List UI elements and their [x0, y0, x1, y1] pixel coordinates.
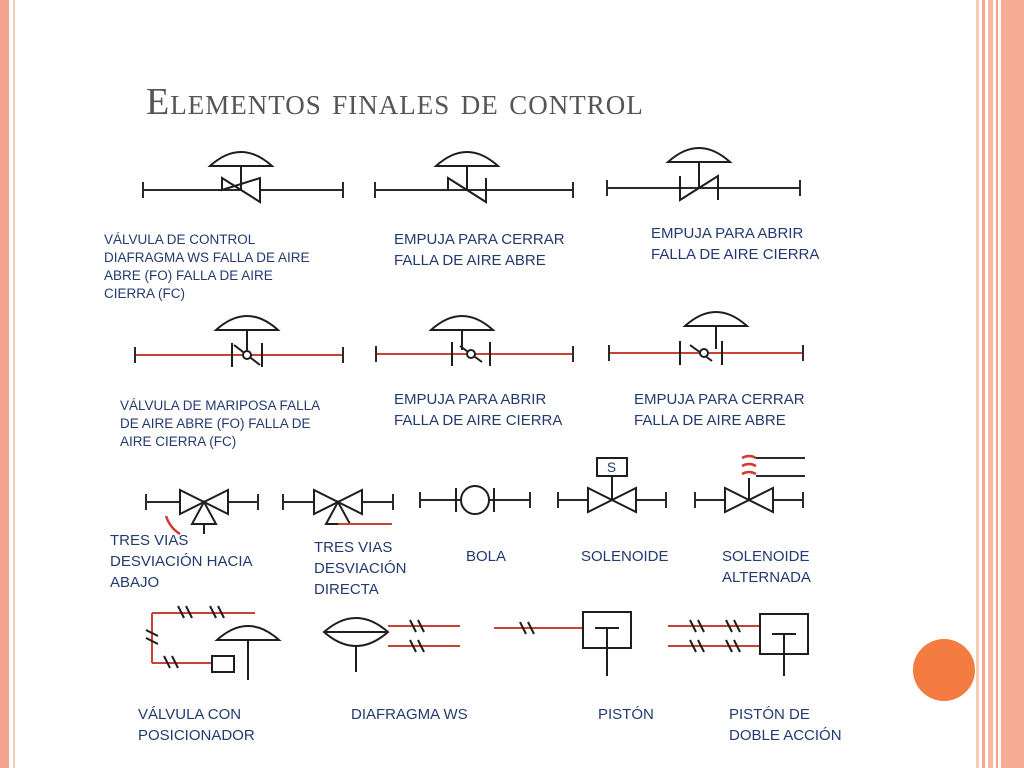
svg-text:VÁLVULA DE MARIPOSA FALLA: VÁLVULA DE MARIPOSA FALLA	[120, 398, 320, 413]
symbol-label: SOLENOIDE ALTERNADA	[722, 548, 811, 586]
symbol-solenoid: S	[557, 457, 667, 514]
svg-text:AIRE CIERRA (FC): AIRE CIERRA (FC)	[120, 434, 236, 449]
symbol-label: TRES VIAS DESVIACIÓN DIRECTA	[314, 539, 407, 598]
svg-text:FALLA DE AIRE CIERRA: FALLA DE AIRE CIERRA	[394, 412, 562, 429]
svg-text:EMPUJA PARA CERRAR: EMPUJA PARA CERRAR	[394, 231, 565, 248]
svg-text:DE AIRE ABRE (FO) FALLA DE: DE AIRE ABRE (FO) FALLA DE	[120, 416, 311, 431]
symbol-label: PISTÓN	[598, 706, 654, 723]
svg-text:DOBLE ACCIÓN: DOBLE ACCIÓN	[729, 727, 842, 744]
svg-text:PISTÓN: PISTÓN	[598, 706, 654, 723]
svg-text:ABRE (FO) FALLA DE AIRE: ABRE (FO) FALLA DE AIRE	[104, 268, 273, 283]
svg-text:TRES VIAS: TRES VIAS	[110, 532, 188, 549]
svg-text:DESVIACIÓN HACIA: DESVIACIÓN HACIA	[110, 553, 253, 570]
symbol-label: SOLENOIDE	[581, 548, 669, 565]
symbol-label: VÁLVULA DE MARIPOSA FALLA DE AIRE ABRE (…	[120, 398, 320, 449]
symbol-label: EMPUJA PARA CERRAR FALLA DE AIRE ABRE	[394, 231, 565, 269]
symbol-label: TRES VIAS DESVIACIÓN HACIA ABAJO	[110, 532, 253, 591]
svg-text:SOLENOIDE: SOLENOIDE	[581, 548, 669, 565]
symbol-piston	[494, 611, 632, 676]
symbol-butterfly-push-to-close	[608, 311, 804, 365]
slide-title: Elementos finales de control	[146, 81, 644, 123]
symbol-push-to-open	[606, 147, 801, 202]
svg-text:PISTÓN DE: PISTÓN DE	[729, 706, 810, 723]
symbol-butterfly-valve	[134, 315, 344, 367]
svg-text:EMPUJA PARA ABRIR: EMPUJA PARA ABRIR	[394, 391, 546, 408]
svg-text:CIERRA (FC): CIERRA (FC)	[104, 286, 185, 301]
svg-text:DESVIACIÓN: DESVIACIÓN	[314, 560, 407, 577]
symbol-label: VÁLVULA CON POSICIONADOR	[138, 706, 255, 744]
symbol-label: DIAFRAGMA WS	[351, 706, 468, 723]
symbol-three-way-direct	[282, 488, 394, 525]
svg-text:S: S	[607, 460, 616, 475]
svg-text:DIAFRAGMA WS: DIAFRAGMA WS	[351, 706, 468, 723]
symbol-label: EMPUJA PARA ABRIR FALLA DE AIRE CIERRA	[394, 391, 562, 429]
accent-circle	[913, 639, 975, 701]
svg-text:SOLENOIDE: SOLENOIDE	[722, 548, 810, 565]
symbol-control-valve-diaphragm	[142, 151, 344, 204]
symbol-alternating-solenoid	[694, 454, 805, 514]
svg-text:BOLA: BOLA	[466, 548, 506, 565]
svg-text:EMPUJA PARA ABRIR: EMPUJA PARA ABRIR	[651, 225, 803, 242]
symbol-diaphragm	[322, 617, 460, 672]
symbol-ball-valve	[419, 485, 531, 515]
symbol-three-way-down	[145, 488, 259, 536]
svg-text:VÁLVULA DE CONTROL: VÁLVULA DE CONTROL	[104, 232, 256, 247]
svg-text:POSICIONADOR: POSICIONADOR	[138, 727, 255, 744]
svg-text:DIRECTA: DIRECTA	[314, 581, 379, 598]
symbol-push-to-close	[374, 151, 574, 204]
svg-text:FALLA DE AIRE ABRE: FALLA DE AIRE ABRE	[394, 252, 546, 269]
symbol-valve-with-positioner	[145, 605, 282, 680]
svg-text:VÁLVULA CON: VÁLVULA CON	[138, 706, 241, 723]
svg-text:TRES VIAS: TRES VIAS	[314, 539, 392, 556]
svg-text:FALLA DE AIRE CIERRA: FALLA DE AIRE CIERRA	[651, 246, 819, 263]
symbol-double-action-piston	[668, 613, 809, 676]
svg-text:ALTERNADA: ALTERNADA	[722, 569, 811, 586]
symbol-label: EMPUJA PARA CERRAR FALLA DE AIRE ABRE	[634, 391, 805, 429]
symbol-label: EMPUJA PARA ABRIR FALLA DE AIRE CIERRA	[651, 225, 819, 263]
right-decorative-stripes	[976, 0, 1024, 768]
symbol-label: BOLA	[466, 548, 506, 565]
left-border-inner	[13, 0, 15, 768]
symbol-label: VÁLVULA DE CONTROL DIAFRAGMA WS FALLA DE…	[104, 232, 310, 301]
svg-text:FALLA DE AIRE ABRE: FALLA DE AIRE ABRE	[634, 412, 786, 429]
svg-text:ABAJO: ABAJO	[110, 574, 159, 591]
symbol-butterfly-push-to-open	[375, 315, 574, 366]
left-border	[0, 0, 9, 768]
svg-text:DIAFRAGMA WS FALLA DE AIRE: DIAFRAGMA WS FALLA DE AIRE	[104, 250, 310, 265]
svg-text:EMPUJA PARA CERRAR: EMPUJA PARA CERRAR	[634, 391, 805, 408]
symbol-label: PISTÓN DE DOBLE ACCIÓN	[729, 706, 842, 744]
